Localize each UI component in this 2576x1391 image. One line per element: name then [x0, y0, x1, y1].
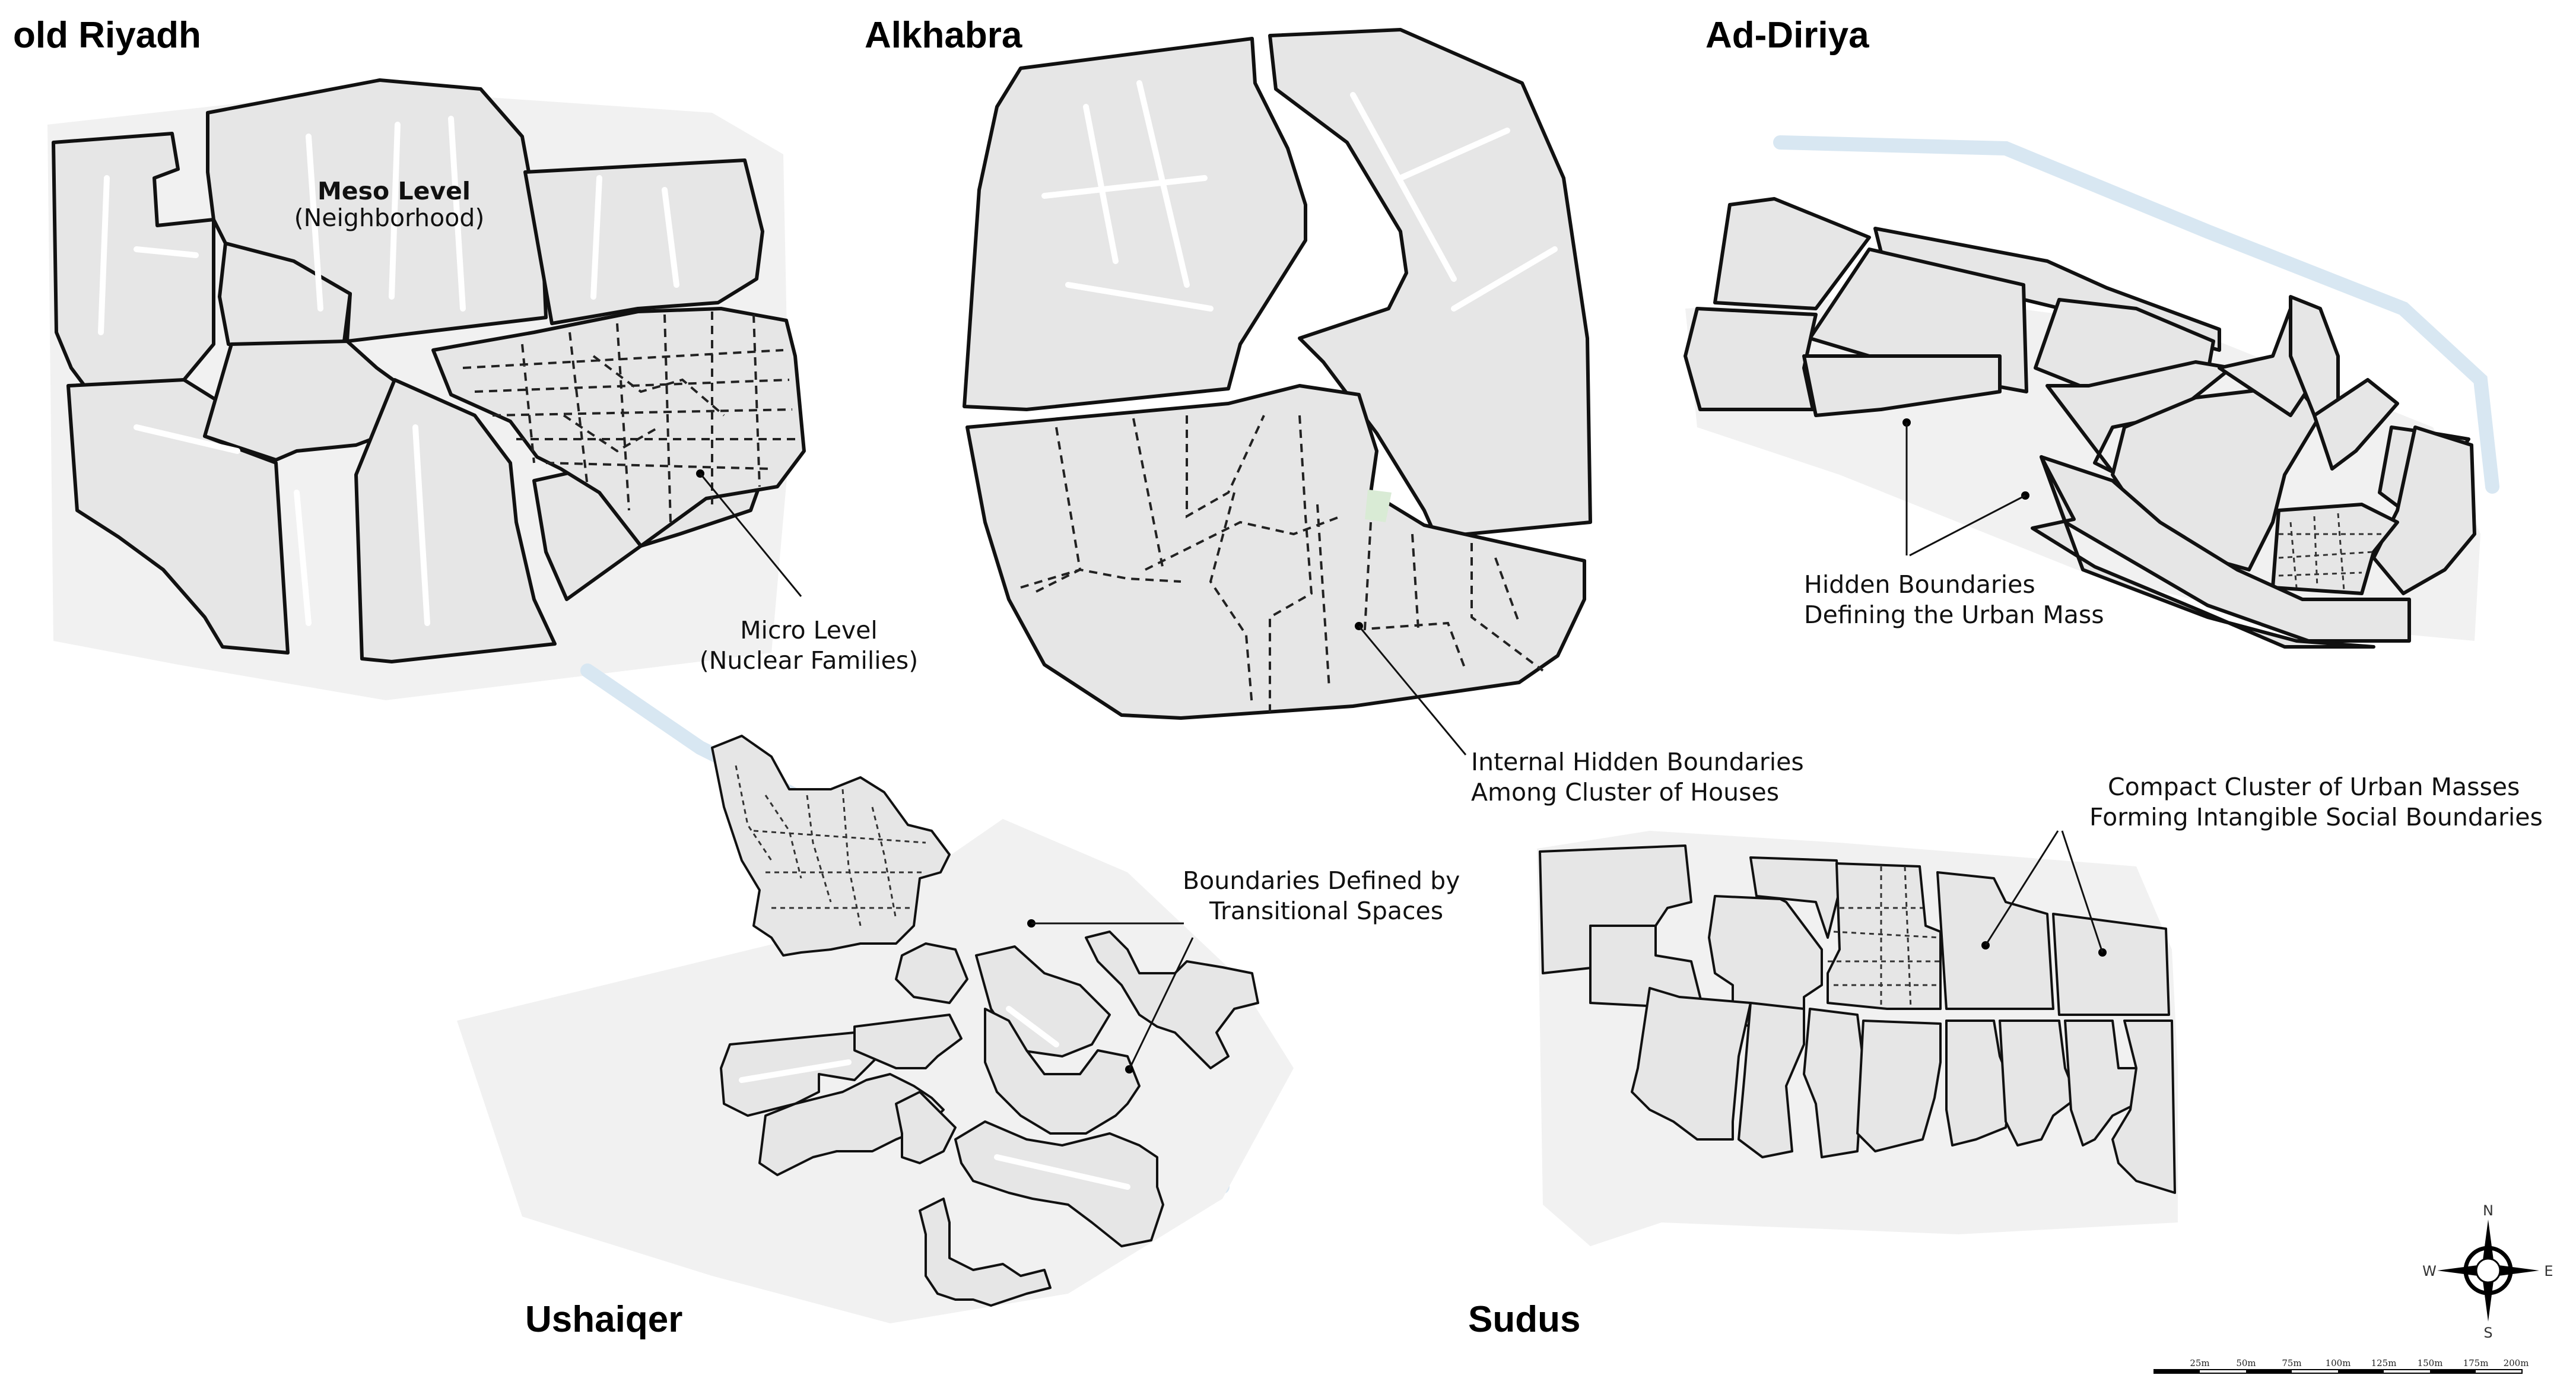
alkhabra-annotation-line2: Among Cluster of Houses	[1471, 778, 1779, 806]
alkhabra-south-block	[965, 384, 1586, 720]
sudus-block	[1936, 871, 2054, 1010]
sudus-title: Sudus	[1468, 1299, 1580, 1340]
old-riyadh-street	[98, 116, 679, 626]
ushaiqer-block	[853, 1014, 963, 1069]
scale-bar: 25m 50m 75m 100m 125m 150m 175m 200m	[2153, 1358, 2529, 1374]
sudus-block	[1999, 1020, 2078, 1147]
old-riyadh-block	[523, 158, 764, 325]
sudus-micro-block	[1827, 862, 1942, 1010]
compass-north-label: N	[2483, 1202, 2494, 1219]
scale-bar-segment	[2246, 1370, 2292, 1373]
ushaiqer-leader	[1031, 922, 1194, 1070]
sudus-block	[1631, 987, 1752, 1141]
sudus-block	[1749, 856, 1841, 939]
scale-bar-segment	[2338, 1370, 2384, 1373]
sudus-block	[1589, 925, 1704, 1010]
ad-diriya-long-block	[2040, 455, 2411, 643]
ushaiqer-block	[954, 1120, 1164, 1247]
ushaiqer-block	[1085, 930, 1259, 1069]
panel-old-riyadh: Meso Level (Neighborhood) Micro Level (N…	[13, 15, 918, 700]
ushaiqer-block	[895, 1091, 957, 1164]
scale-label-200m: 200m	[2504, 1358, 2529, 1368]
ad-diriya-block	[1713, 197, 1871, 310]
sudus-annotation-line1: Compact Cluster of Urban Masses	[2108, 773, 2520, 801]
meso-level-sublabel: (Neighborhood)	[294, 204, 485, 232]
sudus-block	[1945, 1020, 2013, 1147]
old-riyadh-title: old Riyadh	[13, 15, 201, 56]
alkhabra-north-west-block	[963, 37, 1307, 411]
ad-diriya-micro-dashes	[2278, 513, 2386, 591]
ushaiqer-micro-dashes	[735, 765, 926, 926]
sudus-block	[2052, 913, 2170, 1016]
scale-label-50m: 50m	[2236, 1358, 2256, 1368]
ad-diriya-leader	[1905, 423, 2026, 557]
old-riyadh-block	[52, 132, 215, 393]
ad-diriya-annotation-line2: Defining the Urban Mass	[1804, 601, 2104, 629]
ushaiqer-block	[895, 942, 968, 1004]
panel-alkhabra: Internal Hidden Boundaries Among Cluster…	[865, 15, 1804, 806]
scale-label-100m: 100m	[2326, 1358, 2351, 1368]
ushaiqer-micro-cluster	[711, 735, 951, 957]
old-riyadh-micro-dashes	[462, 312, 795, 523]
ad-diriya-block	[1802, 354, 2002, 417]
alkhabra-annotation-leader	[1358, 625, 1467, 755]
ushaiqer-annotation-line2: Transitional Spaces	[1209, 897, 1443, 925]
alkhabra-title: Alkhabra	[865, 15, 1022, 56]
ushaiqer-title: Ushaiqer	[525, 1299, 682, 1340]
micro-level-leader	[699, 473, 802, 597]
alkhabra-green-area	[1365, 490, 1392, 522]
compass-east-label: E	[2544, 1263, 2553, 1279]
scale-label-25m: 25m	[2190, 1358, 2209, 1368]
sudus-leader	[1984, 830, 2104, 953]
ad-diriya-block	[2313, 378, 2399, 471]
scale-bar-segment	[2154, 1370, 2200, 1373]
panel-sudus: Compact Cluster of Urban Masses Forming …	[1468, 773, 2543, 1340]
micro-level-label: Micro Level	[740, 616, 878, 644]
compass-west-label: W	[2422, 1263, 2437, 1279]
sudus-block	[1738, 1002, 1805, 1158]
sudus-block	[1803, 1008, 1864, 1158]
compass-south-label: S	[2483, 1325, 2492, 1341]
north-arrow: N S E W	[2422, 1202, 2553, 1341]
alkhabra-hidden-boundaries	[1020, 415, 1544, 712]
scale-label-175m: 175m	[2463, 1358, 2489, 1368]
ad-diriya-wadi	[1773, 135, 2499, 494]
panel-ushaiqer: Boundaries Defined by Transitional Space…	[457, 663, 1460, 1340]
ushaiqer-block	[984, 1008, 1141, 1135]
sudus-micro-dashes	[1828, 866, 1941, 1009]
old-riyadh-block	[354, 378, 557, 663]
meso-level-label: Meso Level	[317, 177, 471, 205]
ad-diriya-block	[1684, 307, 1818, 411]
ushaiqer-annotation-line1: Boundaries Defined by	[1183, 866, 1460, 895]
compass-center	[2475, 1257, 2501, 1284]
scale-label-150m: 150m	[2418, 1358, 2443, 1368]
sudus-block	[1856, 1020, 1942, 1152]
ad-diriya-annotation-line1: Hidden Boundaries	[1804, 570, 2035, 599]
sudus-block	[2064, 1020, 2143, 1147]
ushaiqer-block	[919, 1198, 1052, 1307]
panel-ad-diriya: Hidden Boundaries Defining the Urban Mas…	[1684, 15, 2499, 649]
scale-bar-segment	[2430, 1370, 2476, 1373]
micro-level-sublabel: (Nuclear Families)	[700, 646, 918, 675]
ad-diriya-title: Ad-Diriya	[1705, 15, 1869, 56]
scale-label-125m: 125m	[2371, 1358, 2397, 1368]
alkhabra-annotation-line1: Internal Hidden Boundaries	[1471, 748, 1804, 776]
ushaiqer-street	[739, 1006, 1130, 1190]
sudus-annotation-line2: Forming Intangible Social Boundaries	[2089, 803, 2543, 831]
scale-label-75m: 75m	[2282, 1358, 2301, 1368]
sudus-block	[2111, 1020, 2176, 1194]
ad-diriya-long-block	[2031, 455, 2375, 649]
alkhabra-street	[1041, 80, 1558, 312]
